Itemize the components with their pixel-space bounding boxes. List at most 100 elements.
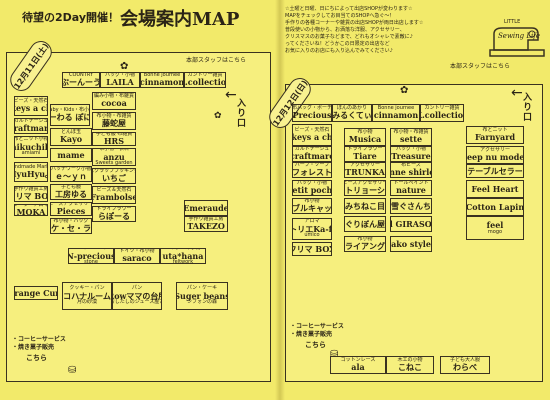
booth-name: アトリエKa-foo bbox=[293, 223, 332, 234]
booth-name: HyuHyu。 bbox=[15, 169, 47, 180]
day1-booth: ドライフラワーらぽーる bbox=[92, 206, 136, 222]
booth-category: 布小物 bbox=[304, 198, 320, 204]
booth-name: 雪ぐさんち bbox=[391, 200, 431, 211]
booth-category: アロマ bbox=[304, 218, 320, 225]
booth-name: cinnamon bbox=[140, 77, 184, 88]
day1-booth: クッキー・パンコハナルーム月の砂漠 bbox=[62, 282, 112, 310]
booth-name: 工房ゆる bbox=[55, 189, 87, 200]
day2-entrance-label: 入り口 bbox=[521, 92, 531, 122]
booth-category: アクセサリー bbox=[479, 146, 510, 153]
promo-text: 待望の2Day開催！ bbox=[22, 11, 120, 24]
flower-icon: ✿ bbox=[214, 111, 222, 121]
booth-name: フリマ BOX bbox=[15, 191, 48, 202]
booth-category: ドライフラワー bbox=[347, 146, 383, 152]
booth-name: 藤蛇屋 bbox=[102, 118, 126, 129]
booth-name: ぶーんーう bbox=[62, 77, 100, 88]
day1-booth: Orange Cure bbox=[14, 286, 58, 300]
booth-category: 布小物 bbox=[357, 236, 373, 242]
day1-entrance-label: 入り口 bbox=[235, 98, 245, 128]
booth-category: 布バッグ・ポーチ bbox=[292, 104, 332, 111]
booth-category: 手作り雑貨工房 bbox=[188, 216, 224, 222]
booth-category: 布小物・衣料 bbox=[98, 148, 129, 153]
booth-subname: mogo bbox=[487, 228, 503, 235]
booth-name: ｅ〜ｙｎ bbox=[55, 171, 87, 182]
booth-subname: 月の砂漠 bbox=[76, 299, 97, 306]
day2-kochira: こちら bbox=[305, 341, 326, 349]
booth-name: anzu bbox=[103, 151, 125, 162]
day2-booth: 布小物トライアングル bbox=[344, 236, 386, 252]
booth-category: バッグ・小物 bbox=[104, 72, 135, 78]
day1-booth: Baby・Kids・布小物わよーわる ぽにーた bbox=[50, 104, 90, 126]
day1-booth: 布小物・バッグケ・セ・ラ bbox=[50, 218, 92, 234]
day2-cafe-note: ・コーヒーサービス ・焼き菓子販売 bbox=[290, 323, 344, 338]
booth-name: Farnyard bbox=[474, 132, 516, 143]
day2-booth: アロマアトリエKa-fooumico bbox=[292, 218, 332, 240]
day2-booth: カントリー雑貨K.collection bbox=[420, 104, 464, 122]
notice-line: クリスマスのお菓子などまで、どれもオシャレで素敵に♪ bbox=[285, 34, 413, 40]
day1-booth: 布とニット小物chikuchikuamiami bbox=[14, 136, 48, 158]
booth-name: みるくてぃ bbox=[332, 110, 372, 121]
booth-category: スクラップブッキング bbox=[93, 168, 135, 174]
day2-booth: el GIRASOL bbox=[390, 216, 432, 232]
booth-category: ビーズ・天然石 bbox=[14, 97, 48, 104]
booth-category: Bonne journee bbox=[377, 104, 415, 111]
booth-category: ぼんのあかり bbox=[336, 104, 367, 111]
day1-booth: 子ども服工房ゆる bbox=[50, 184, 92, 200]
booth-category: カルトナージュ bbox=[294, 146, 330, 152]
day2-booth: ビーズアクセサリーマトリョーシカ bbox=[344, 180, 386, 196]
booth-subname: amiami bbox=[21, 150, 41, 157]
day1-booth: ビーズ・天然石Markeys a choco. bbox=[14, 96, 48, 116]
booth-subname: Sweets garden bbox=[95, 160, 133, 166]
booth-category: 手作り雑貨工房 bbox=[14, 186, 48, 192]
booth-name: コハナルーム bbox=[63, 290, 111, 301]
booth-name: Musica bbox=[348, 134, 382, 145]
day1-staff-label: 本部スタッフはこちら bbox=[186, 57, 247, 64]
day2-booth: アクセサリーScheep nu moderne bbox=[466, 146, 524, 164]
booth-subname: stone bbox=[84, 259, 98, 264]
day1-booth: 手作り雑貨工房フリマ BOX bbox=[14, 186, 48, 202]
booth-name: LAILA bbox=[106, 77, 134, 88]
booth-category: 子ども服 布雑貨 bbox=[95, 132, 133, 137]
day1-booth: Handmade MarketHyuHyu。 bbox=[14, 162, 48, 182]
booth-name: sette bbox=[399, 134, 423, 145]
booth-category: ドライフラワー bbox=[96, 206, 132, 212]
booth-category: 布とニット bbox=[482, 126, 508, 133]
booth-name: Anne shirley bbox=[391, 167, 431, 178]
booth-category: ハーブ・ソープ bbox=[294, 162, 330, 168]
booth-name: Frambolse bbox=[92, 192, 136, 203]
booth-name: Pieces bbox=[56, 206, 86, 216]
booth-name: Markeys a choco. bbox=[292, 132, 331, 143]
booth-name: わらべ bbox=[453, 362, 477, 373]
booth-name: TRUNKA bbox=[345, 167, 385, 178]
booth-name: K.collection bbox=[185, 77, 226, 88]
booth-name: ダブルキャット bbox=[292, 203, 332, 214]
notice-line: MAPをチェックしてお目当てのSHOPへ急ぐ〜！ bbox=[285, 13, 395, 19]
booth-category: ビーズ＆天然石 bbox=[96, 186, 132, 193]
notice-line: 手作りの各種コーナーや雑貨の出店SHOPが両日出店します☆ bbox=[285, 20, 424, 26]
booth-category: Bonne journee bbox=[143, 72, 181, 78]
booth-name: HRS bbox=[104, 136, 124, 146]
booth-name: Emeraude bbox=[184, 202, 228, 213]
day1-entrance-arrow: ← bbox=[225, 87, 237, 103]
booth-name: フォレスト bbox=[292, 167, 332, 178]
booth-category: カントリー雑貨 bbox=[424, 104, 460, 111]
day2-booth: 布ビーズAnne shirley bbox=[390, 162, 432, 178]
booth-name: K.collection bbox=[421, 110, 464, 121]
booth-category: 布小物・バッグ bbox=[53, 218, 89, 224]
booth-name: ako style bbox=[391, 238, 431, 249]
day1-booth: mame bbox=[50, 148, 92, 162]
booth-category: トールペイント bbox=[393, 180, 429, 186]
